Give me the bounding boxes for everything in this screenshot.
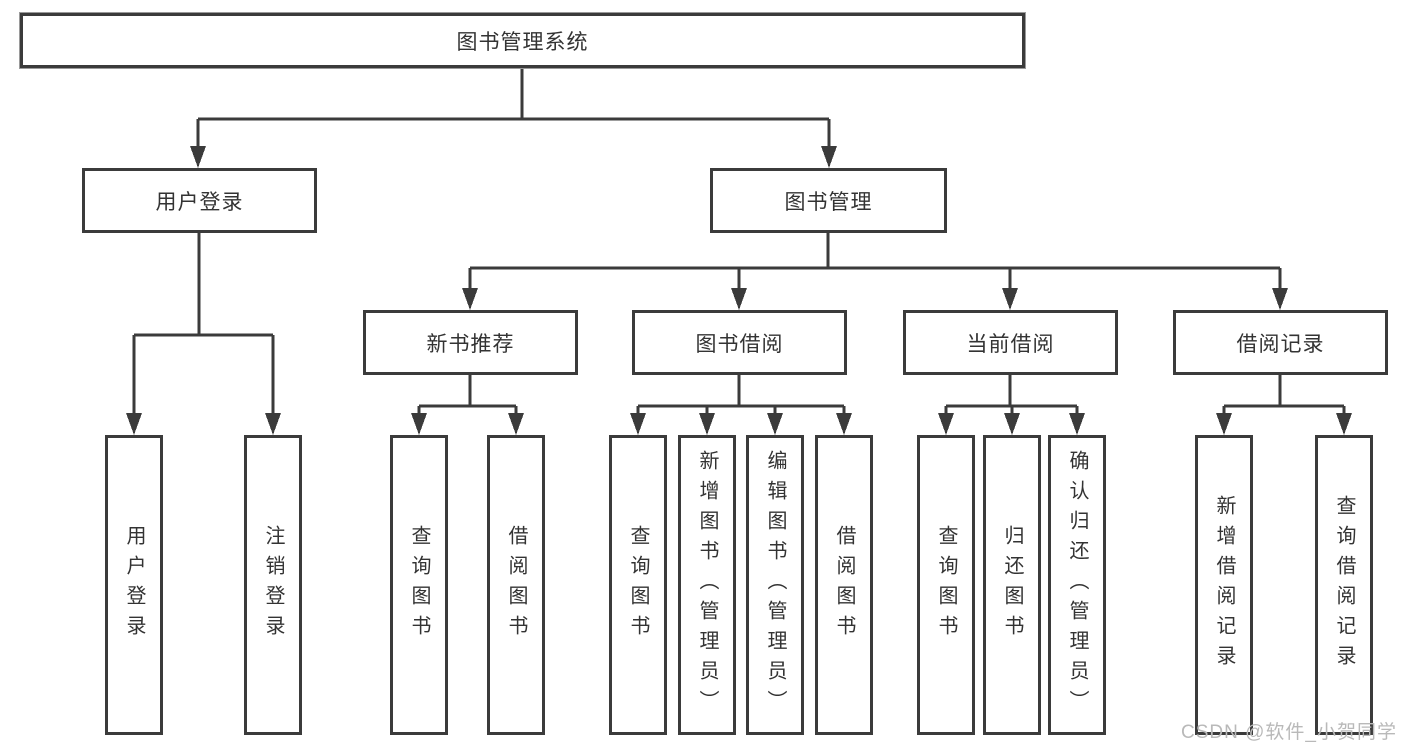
node-leaf-borrow-books-2: 借阅图书: [815, 435, 873, 735]
node-leaf-add-books-admin: 新增图书（管理员）: [678, 435, 736, 735]
node-book-management-system: 图书管理系统: [20, 13, 1025, 68]
node-current-borrowing: 当前借阅: [903, 310, 1118, 375]
node-leaf-edit-books-admin: 编辑图书（管理员）: [746, 435, 804, 735]
node-leaf-confirm-return-admin: 确认归还（管理员）: [1048, 435, 1106, 735]
node-borrowing-records: 借阅记录: [1173, 310, 1388, 375]
node-leaf-query-borrow-record: 查询借阅记录: [1315, 435, 1373, 735]
node-book-borrowing: 图书借阅: [632, 310, 847, 375]
node-label: 注销登录: [262, 525, 284, 645]
node-label: 查询图书: [935, 525, 957, 645]
node-leaf-query-books-3: 查询图书: [917, 435, 975, 735]
node-leaf-user-login: 用户登录: [105, 435, 163, 735]
node-label: 图书管理: [784, 190, 873, 214]
node-leaf-query-books: 查询图书: [390, 435, 448, 735]
node-label: 查询图书: [627, 525, 649, 645]
node-label: 用户登录: [123, 525, 145, 645]
node-label: 新增图书（管理员）: [696, 450, 718, 720]
watermark: CSDN @软件_小贺同学: [1181, 722, 1397, 743]
node-label: 确认归还（管理员）: [1066, 450, 1088, 720]
node-label: 借阅图书: [505, 525, 527, 645]
node-label: 当前借阅: [966, 332, 1055, 356]
node-label: 新书推荐: [426, 332, 515, 356]
node-book-management: 图书管理: [710, 168, 947, 233]
node-leaf-query-books-2: 查询图书: [609, 435, 667, 735]
node-label: 借阅记录: [1236, 332, 1325, 356]
node-label: 图书借阅: [695, 332, 784, 356]
node-user-login: 用户登录: [82, 168, 317, 233]
node-label: 编辑图书（管理员）: [764, 450, 786, 720]
node-label: 归还图书: [1001, 525, 1023, 645]
node-leaf-borrow-books: 借阅图书: [487, 435, 545, 735]
node-label: 查询借阅记录: [1333, 495, 1355, 675]
node-label: 借阅图书: [833, 525, 855, 645]
node-leaf-add-borrow-record: 新增借阅记录: [1195, 435, 1253, 735]
node-label: 查询图书: [408, 525, 430, 645]
node-label: 新增借阅记录: [1213, 495, 1235, 675]
node-new-book-recommendation: 新书推荐: [363, 310, 578, 375]
node-label: 图书管理系统: [456, 30, 589, 54]
node-label: 用户登录: [155, 190, 244, 214]
node-leaf-return-books: 归还图书: [983, 435, 1041, 735]
node-leaf-logout: 注销登录: [244, 435, 302, 735]
